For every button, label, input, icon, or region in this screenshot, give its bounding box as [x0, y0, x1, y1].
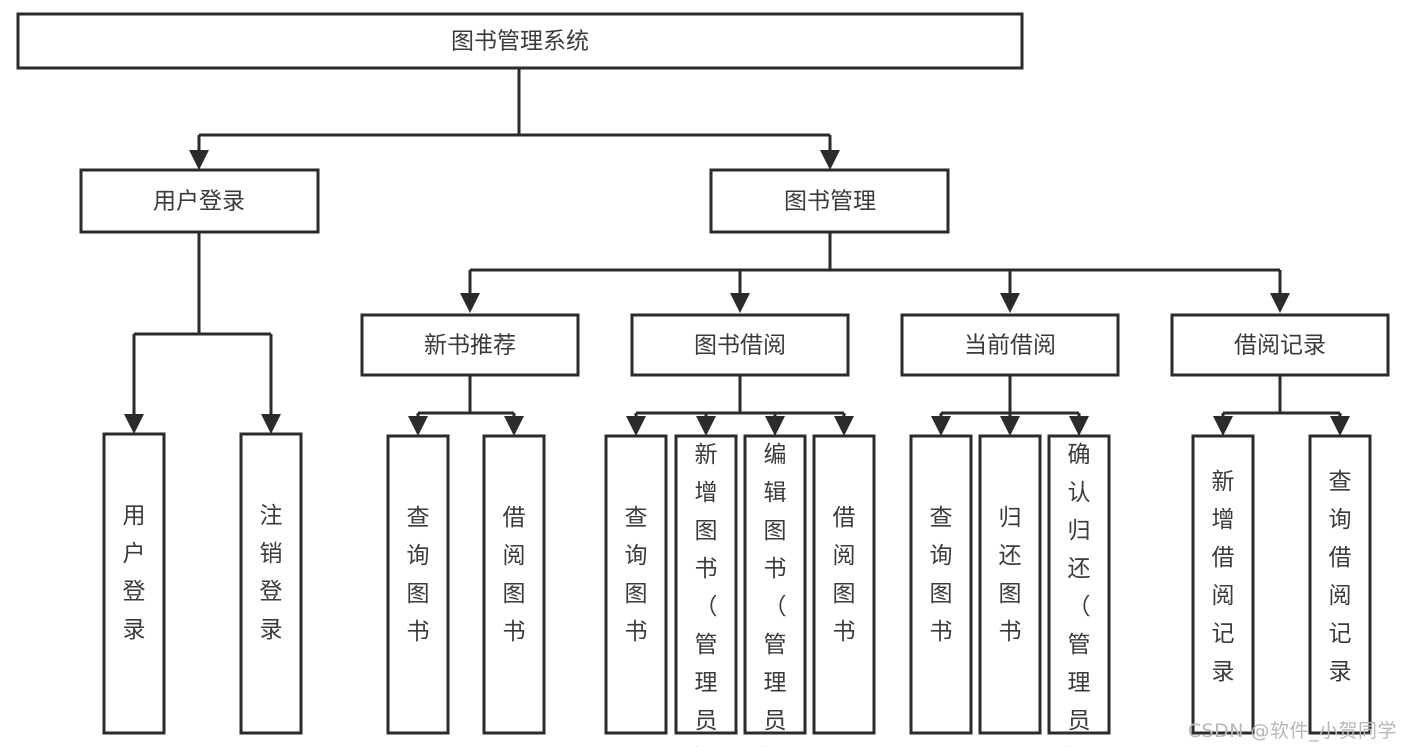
node-borrow-record[interactable]: 借阅记录 [1170, 313, 1390, 377]
leaf-node[interactable]: 归还图书 [978, 434, 1042, 735]
leaf-node[interactable]: 借阅图书 [812, 434, 876, 735]
node-user-login-label: 用户登录 [153, 189, 245, 215]
arrowhead-current-borrow [1000, 293, 1020, 313]
leaf-box[interactable] [743, 434, 807, 735]
leaf-label-vertical: 新增图书（管理员） [695, 442, 718, 747]
arrowhead-leaf-bb-3 [765, 416, 785, 436]
node-book-manage-box[interactable] [709, 168, 950, 234]
arrowhead-leaf-bb-2 [696, 416, 716, 436]
connectors-book-manage-to-level3 [460, 232, 1290, 313]
connectors-book-borrow-leaves [626, 375, 854, 436]
node-book-borrow[interactable]: 图书借阅 [630, 313, 850, 377]
node-borrow-record-box[interactable] [1170, 313, 1390, 377]
node-book-manage-label: 图书管理 [784, 189, 876, 215]
leaf-box[interactable] [674, 434, 738, 735]
leaf-node[interactable]: 查询图书 [386, 434, 450, 735]
node-new-book-recommend-box[interactable] [360, 313, 580, 377]
node-book-borrow-box[interactable] [630, 313, 850, 377]
connectors-borrow-record-leaves [1213, 375, 1350, 436]
leaf-node[interactable]: 查询图书 [604, 434, 668, 735]
leaf-node[interactable]: 查询图书 [909, 434, 973, 735]
arrowhead-leaf-bb-1 [626, 416, 646, 436]
arrowhead-leaf-cb-1 [931, 416, 951, 436]
leaf-box[interactable] [386, 434, 450, 735]
leaf-node[interactable]: 注销登录 [239, 432, 303, 735]
node-user-login-box[interactable] [79, 168, 320, 234]
leaf-box[interactable] [1191, 434, 1255, 735]
arrowhead-book-borrow [730, 293, 750, 313]
node-book-borrow-label: 图书借阅 [694, 333, 786, 359]
arrowhead-leaf-cb-2 [1000, 416, 1020, 436]
leaf-node[interactable]: 新增图书（管理员） [674, 434, 738, 747]
arrowhead-leaf-nb-2 [504, 416, 524, 436]
node-user-login[interactable]: 用户登录 [79, 168, 320, 234]
connectors-root-to-level2 [189, 68, 840, 170]
node-new-book-recommend-label: 新书推荐 [424, 333, 516, 359]
arrowhead-leaf-br-2 [1330, 416, 1350, 436]
leaf-box[interactable] [482, 434, 546, 735]
leaf-label-vertical: 借阅图书 [503, 505, 526, 645]
leaf-box[interactable] [978, 434, 1042, 735]
node-book-manage[interactable]: 图书管理 [709, 168, 950, 234]
leaf-box[interactable] [909, 434, 973, 735]
leaf-label-vertical: 查询借阅记录 [1329, 469, 1352, 685]
arrowhead-leaf-logout [261, 414, 281, 434]
leaf-box[interactable] [604, 434, 668, 735]
leaf-node[interactable]: 查询借阅记录 [1308, 434, 1372, 735]
leaf-label-vertical: 归还图书 [999, 505, 1022, 645]
arrowhead-book-manage [820, 150, 840, 170]
node-borrow-record-label: 借阅记录 [1234, 333, 1326, 359]
node-new-book-recommend[interactable]: 新书推荐 [360, 313, 580, 377]
leaf-label-vertical: 新增借阅记录 [1212, 469, 1235, 685]
leaf-label-vertical: 查询图书 [625, 505, 648, 645]
arrowhead-leaf-bb-4 [834, 416, 854, 436]
arrowhead-leaf-cb-3 [1069, 416, 1089, 436]
leaf-node[interactable]: 用户登录 [102, 432, 166, 735]
node-root-box[interactable] [16, 12, 1024, 70]
leaf-node[interactable]: 新增借阅记录 [1191, 434, 1255, 735]
arrowhead-leaf-nb-1 [408, 416, 428, 436]
arrowhead-leaf-user-login [124, 414, 144, 434]
leaf-box[interactable] [1308, 434, 1372, 735]
leaf-label-vertical: 编辑图书（管理员） [764, 442, 787, 747]
arrowhead-user-login [189, 150, 209, 170]
leaf-box[interactable] [239, 432, 303, 735]
node-current-borrow-label: 当前借阅 [964, 333, 1056, 359]
leaf-box[interactable] [102, 432, 166, 735]
connectors-user-login-leaves [124, 232, 281, 434]
leaf-node[interactable]: 借阅图书 [482, 434, 546, 735]
leaf-box[interactable] [1047, 434, 1111, 735]
arrowhead-new-book [460, 293, 480, 313]
connectors-current-borrow-leaves [931, 375, 1089, 436]
leaf-label-vertical: 注销登录 [260, 503, 283, 643]
leaf-node[interactable]: 编辑图书（管理员） [743, 434, 807, 747]
arrowhead-borrow-record [1270, 293, 1290, 313]
leaf-box[interactable] [812, 434, 876, 735]
node-root-label: 图书管理系统 [451, 29, 589, 55]
leaf-label-vertical: 查询图书 [930, 505, 953, 645]
leaf-label-vertical: 确认归还（管理员） [1068, 442, 1091, 747]
leaf-label-vertical: 用户登录 [123, 503, 146, 643]
leaf-label-vertical: 查询图书 [407, 505, 430, 645]
leaf-node[interactable]: 确认归还（管理员） [1047, 434, 1111, 747]
arrowhead-leaf-br-1 [1213, 416, 1233, 436]
connectors-new-book-leaves [408, 373, 524, 436]
node-current-borrow[interactable]: 当前借阅 [900, 313, 1120, 377]
node-root[interactable]: 图书管理系统 [16, 12, 1024, 70]
leaf-label-vertical: 借阅图书 [833, 505, 856, 645]
node-current-borrow-box[interactable] [900, 313, 1120, 377]
